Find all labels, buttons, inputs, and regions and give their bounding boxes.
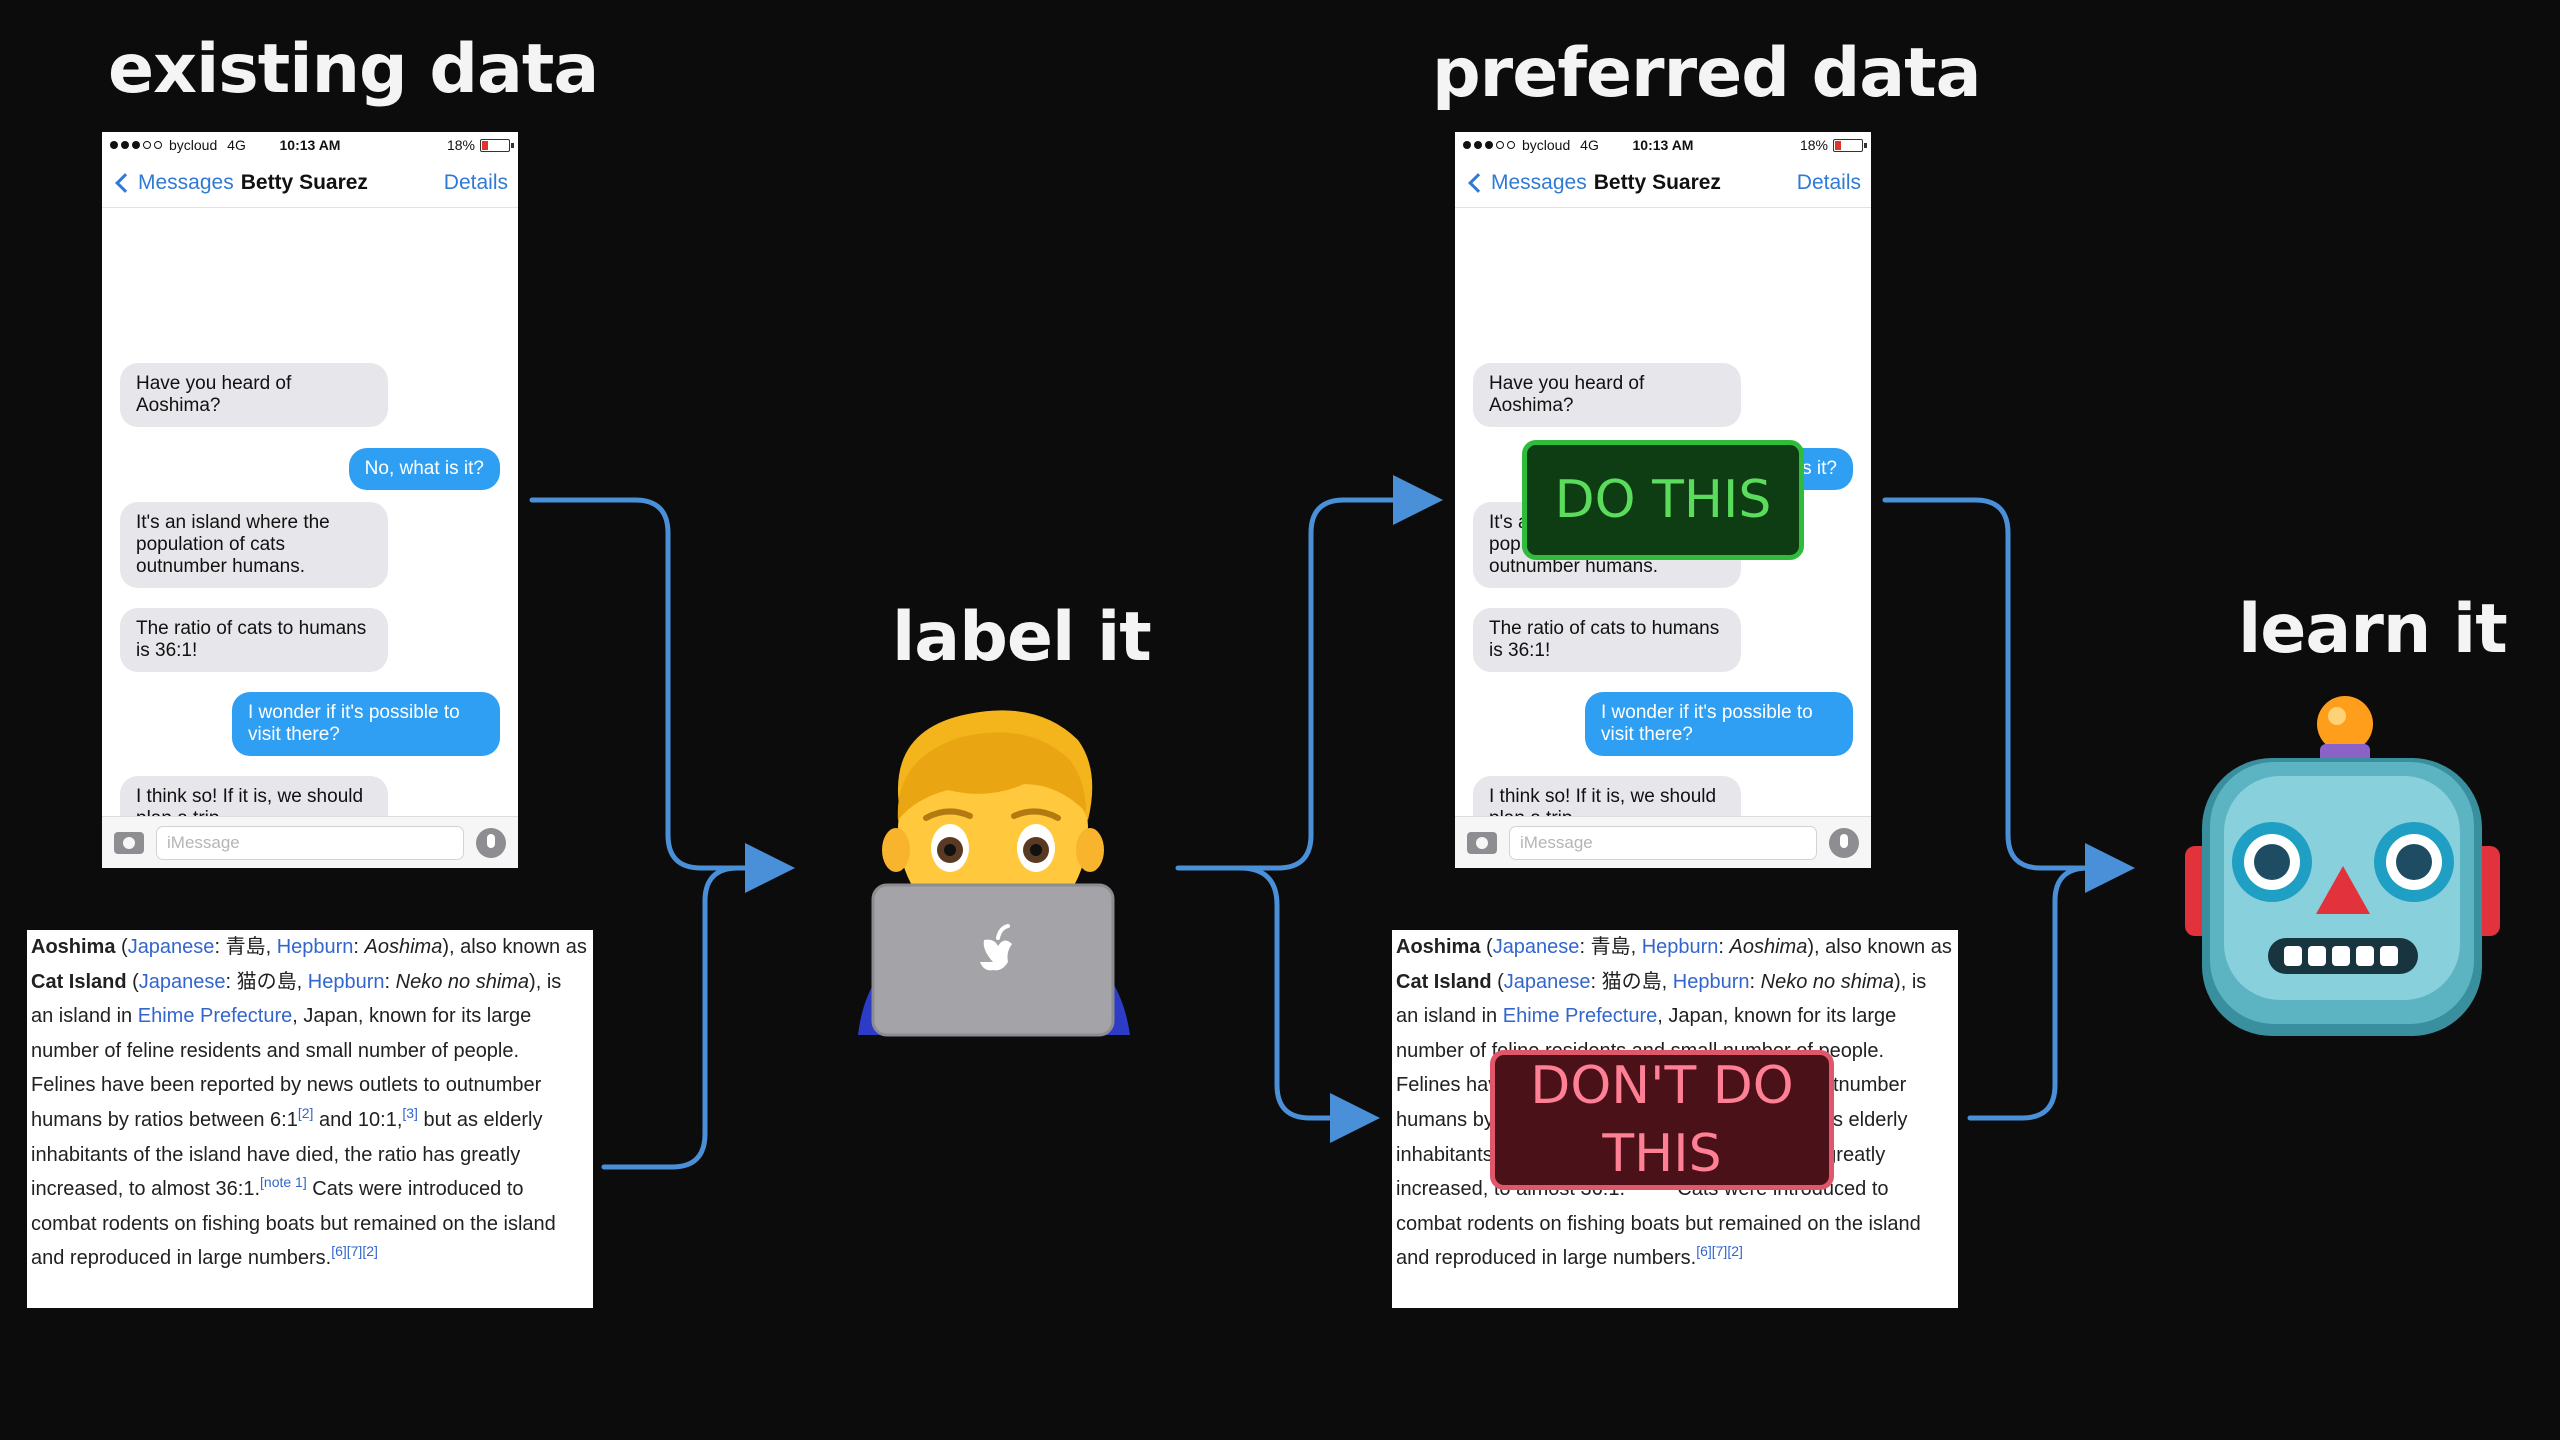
carrier-label: bycloud [1522,137,1571,153]
wiki-romaji: Aoshima [364,936,443,958]
wiki-kanji: 青島 [1590,936,1631,958]
message-bubble: No, what is it? [348,448,500,490]
microphone-icon[interactable] [476,827,506,858]
wiki-link-hepburn[interactable]: Hepburn [276,936,354,958]
battery-icon [480,138,514,152]
signal-icon: bycloud 4G [110,137,246,153]
arrow-labeler-to-dispreferred [1237,865,1380,1143]
messages-navbar: Messages Betty Suarez Details [102,158,518,208]
back-label: Messages [138,170,234,194]
message-bubble: I wonder if it's possible to visit there… [1585,692,1853,756]
wiki-ref[interactable]: [6][7][2] [331,1243,378,1260]
wiki-bold-cat-island: Cat Island [31,970,127,993]
heading-learn-it: learn it [2238,590,2508,669]
person-at-laptop-icon [858,710,1130,1037]
robot-icon [2185,696,2500,1036]
battery-percent: 18% [1799,137,1828,153]
carrier-label: bycloud [169,137,218,153]
message-list: Have you heard of Aoshima? No, what is i… [102,208,518,840]
details-button[interactable]: Details [1796,170,1861,194]
wiki-excerpt-existing: Aoshima (Japanese: 青島, Hepburn: Aoshima)… [27,930,593,1308]
wiki-link-ehime[interactable]: Ehime Prefecture [137,1005,293,1028]
wiki-link-japanese[interactable]: Japanese [138,970,226,993]
wiki-text: , Japan, known for its large number of f… [31,1005,542,1131]
wiki-link-hepburn[interactable]: Hepburn [1672,970,1750,993]
wiki-link-japanese[interactable]: Japanese [1492,936,1580,958]
back-button[interactable]: Messages [112,171,234,195]
wiki-romaji: Aoshima [1729,936,1808,958]
dont-do-this-stamp: DON'T DO THIS [1490,1050,1834,1190]
message-bubble: Have you heard of Aoshima? [120,363,388,427]
battery-percent: 18% [446,137,475,153]
arrow-preferred-to-model [1882,497,2135,893]
message-bubble: Have you heard of Aoshima? [1473,363,1741,427]
network-label: 4G [227,137,246,153]
arrow-existing-chat-to-labeler [529,497,795,893]
wiki-kanji: 猫の島 [236,970,297,993]
wiki-ref[interactable]: [3] [402,1104,418,1121]
imessage-input[interactable]: iMessage [1509,825,1817,860]
wiki-link-japanese[interactable]: Japanese [1503,970,1591,993]
do-this-stamp: DO THIS [1522,440,1804,560]
battery-icon [1833,138,1867,152]
message-bubble: The ratio of cats to humans is 36:1! [120,608,388,672]
wiki-title: Aoshima [31,936,116,958]
imessage-input[interactable]: iMessage [156,825,464,860]
wiki-romaji: Neko no shima [395,970,530,993]
wiki-note[interactable]: [note 1] [260,1174,307,1191]
wiki-link-japanese[interactable]: Japanese [127,936,215,958]
arrow-dispreferred-to-model [1967,865,2113,1121]
camera-icon[interactable] [114,831,144,854]
heading-label-it: label it [892,598,1152,677]
contact-name: Betty Suarez [1593,170,1721,194]
microphone-icon[interactable] [1829,827,1859,858]
back-label: Messages [1491,170,1587,194]
wiki-text: ), is an island in [1396,970,1927,1028]
contact-name: Betty Suarez [240,170,368,194]
wiki-ref[interactable]: [2] [297,1104,314,1121]
wiki-link-hepburn[interactable]: Hepburn [1641,936,1719,958]
dont-do-this-label-line2: THIS [1602,1124,1722,1184]
wiki-text: and 10:1, [313,1108,403,1131]
heading-existing-data: existing data [108,30,599,109]
wiki-link-ehime[interactable]: Ehime Prefecture [1502,1005,1658,1028]
wiki-text: but as elderly inhabitants of the island… [31,1108,543,1201]
wiki-romaji: Neko no shima [1760,970,1895,993]
messages-navbar: Messages Betty Suarez Details [1455,158,1871,208]
message-input-bar: iMessage [102,816,518,868]
message-bubble: I wonder if it's possible to visit there… [232,692,500,756]
details-button[interactable]: Details [443,170,508,194]
dont-do-this-label-line1: DON'T DO [1530,1056,1794,1116]
message-bubble: It's an island where the population of c… [120,502,388,588]
wiki-text: Cats were introduced to combat rodents o… [31,1178,556,1270]
do-this-label: DO THIS [1554,470,1772,530]
message-bubble: The ratio of cats to humans is 36:1! [1473,608,1741,672]
wiki-text: ), also known as [1807,936,1952,958]
arrow-labeler-to-preferred [1175,475,1443,871]
arrow-existing-wiki-to-labeler [601,865,773,1170]
wiki-ref[interactable]: [6][7][2] [1696,1243,1743,1260]
wiki-kanji: 猫の島 [1601,970,1662,993]
wiki-text: ), is an island in [31,970,562,1028]
message-input-bar: iMessage [1455,816,1871,868]
back-button[interactable]: Messages [1465,171,1587,195]
network-label: 4G [1580,137,1599,153]
wiki-link-hepburn[interactable]: Hepburn [307,970,385,993]
signal-icon: bycloud 4G [1463,137,1599,153]
wiki-title: Aoshima [1396,936,1481,958]
camera-icon[interactable] [1467,831,1497,854]
wiki-text: ), also known as [442,936,587,958]
heading-preferred-data: preferred data [1432,34,1982,113]
wiki-bold-cat-island: Cat Island [1396,970,1492,993]
wiki-kanji: 青島 [225,936,266,958]
